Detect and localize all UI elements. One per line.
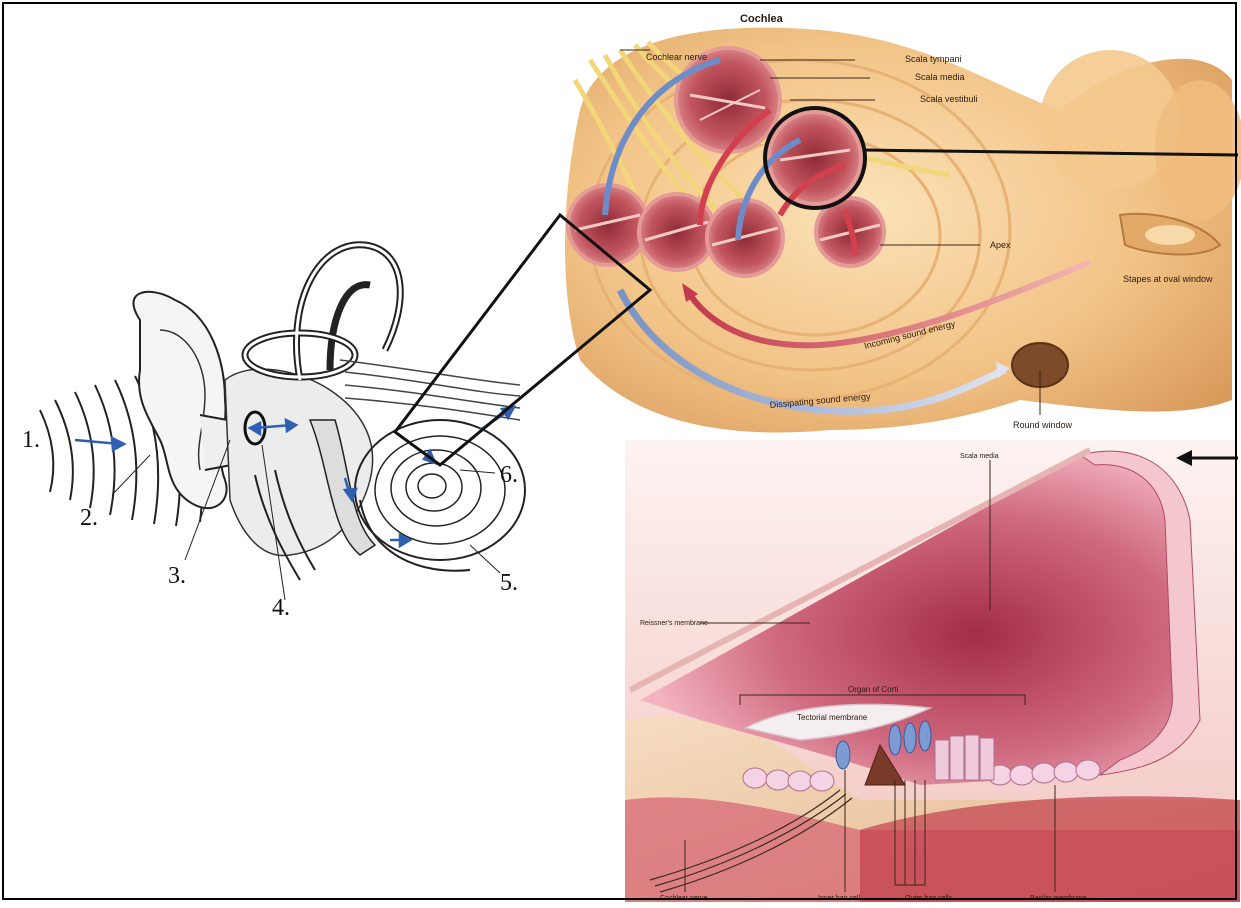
figure-canvas: 1. 2. 3. 4. 5. 6. <box>0 0 1241 904</box>
figure-border <box>2 2 1237 900</box>
